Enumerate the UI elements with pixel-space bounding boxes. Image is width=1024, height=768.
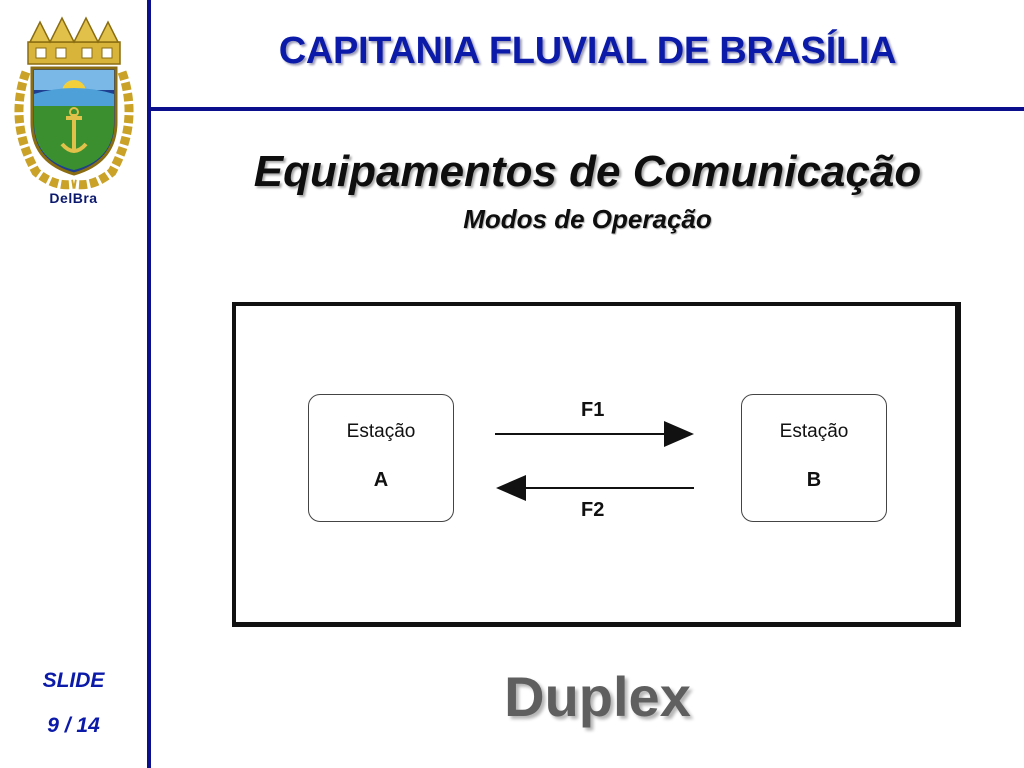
channel-arrows: [495, 421, 694, 501]
slide-counter: 9 / 14: [47, 714, 100, 737]
forward-channel-label: F1: [581, 399, 605, 421]
sidebar-divider: [147, 0, 151, 768]
station-b-id: B: [806, 469, 822, 491]
station-b-label: Estação: [779, 421, 849, 442]
slide-label: SLIDE: [42, 669, 105, 692]
station-a-label: Estação: [346, 421, 416, 442]
station-a-id: A: [373, 469, 389, 491]
return-channel-label: F2: [581, 499, 605, 521]
coat-of-arms-emblem: [14, 16, 134, 190]
diagram-frame: Estação A Estação B F1 F2: [232, 302, 961, 627]
mode-label: Duplex: [504, 665, 691, 728]
return-arrow: [496, 475, 694, 501]
slide-title: Equipamentos de Comunicação: [253, 147, 922, 196]
forward-arrow: [495, 421, 694, 447]
slide-subtitle: Modos de Operação: [463, 204, 712, 234]
station-a-box: Estação A: [308, 394, 454, 522]
station-b-box: Estação B: [741, 394, 887, 522]
header-divider: [151, 107, 1024, 111]
org-tag: DelBra: [49, 190, 98, 206]
header-title: CAPITANIA FLUVIAL DE BRASÍLIA: [278, 30, 897, 72]
